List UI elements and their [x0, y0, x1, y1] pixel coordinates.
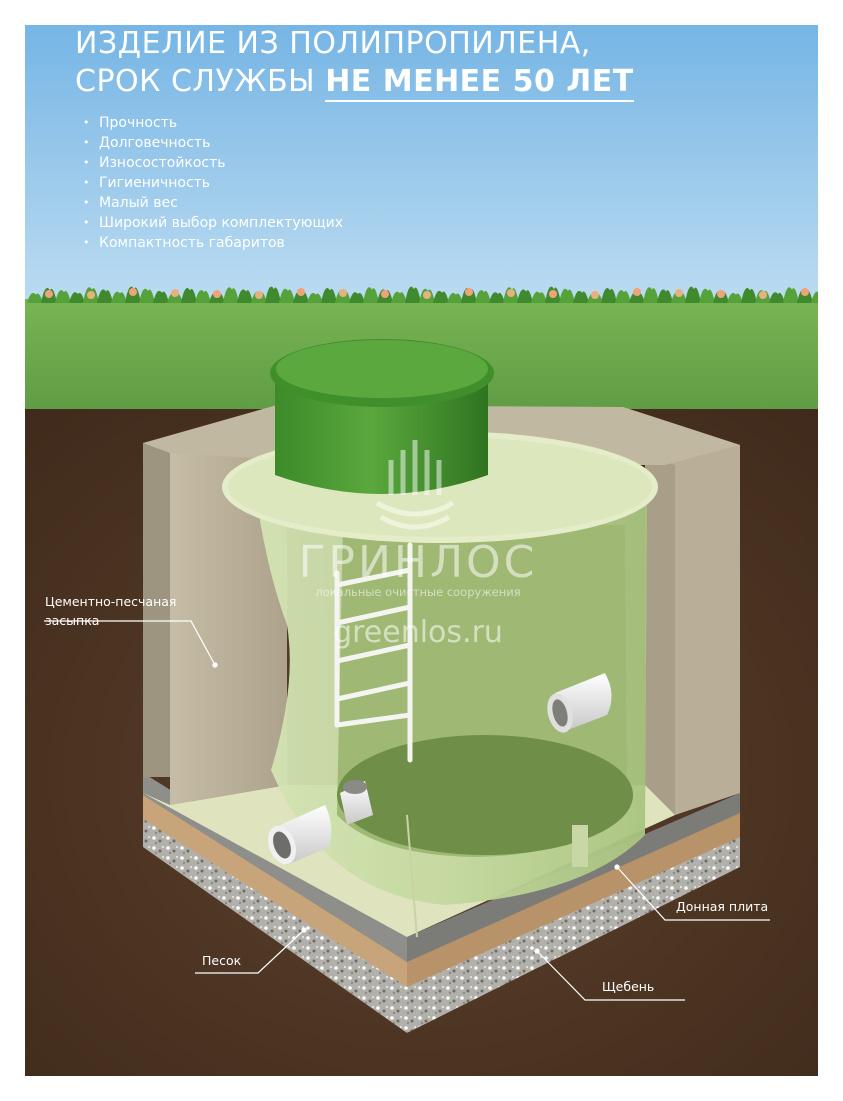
callout-line-backfill — [44, 620, 216, 666]
callout-gravel: Щебень — [602, 979, 655, 994]
septic-tank-illustration — [25, 25, 818, 1076]
outlet-pipe — [547, 673, 612, 733]
brand-logo-icon — [375, 440, 455, 530]
inlet-pipe-lower — [267, 805, 332, 865]
feature-list: Прочность Долговечность Износостойкость … — [83, 113, 343, 253]
feature-item: Гигиеничность — [83, 173, 343, 193]
access-neck — [275, 373, 488, 494]
callout-line-sand — [195, 929, 305, 974]
callout-lines — [44, 620, 770, 1001]
infographic-scene: ИЗДЕЛИЕ ИЗ ПОЛИПРОПИЛЕНА, СРОК СЛУЖБЫ НЕ… — [25, 25, 818, 1076]
callout-backfill-line-2: засыпка — [45, 613, 100, 628]
callout-sand: Песок — [202, 953, 242, 968]
gravel-layer — [143, 817, 740, 1033]
callout-line-gravel — [536, 950, 685, 1001]
flower-hedge — [27, 286, 818, 303]
callout-backfill: Цементно-песчаная засыпка — [45, 592, 176, 630]
callout-backfill-line-1: Цементно-песчаная — [45, 594, 177, 609]
ladder — [334, 542, 413, 763]
feature-item: Долговечность — [83, 133, 343, 153]
support-post — [572, 825, 588, 867]
inlet-pipe-upper — [340, 780, 373, 825]
callout-line-bottom-slab — [616, 866, 770, 921]
feature-item: Износостойкость — [83, 153, 343, 173]
feature-item: Малый вес — [83, 193, 343, 213]
tank-floor — [337, 735, 633, 855]
watermark-site: greenlos.ru — [333, 615, 503, 650]
feature-item: Широкий выбор комплектующих — [83, 213, 343, 233]
page-heading: ИЗДЕЛИЕ ИЗ ПОЛИПРОПИЛЕНА, СРОК СЛУЖБЫ НЕ… — [75, 25, 634, 102]
heading-line-2-prefix: СРОК СЛУЖБЫ — [75, 64, 326, 99]
feature-item: Компактность габаритов — [83, 233, 343, 253]
watermark-brand: ГРИНЛОС — [298, 537, 538, 588]
heading-emphasis: НЕ МЕНЕЕ 50 ЛЕТ — [325, 64, 634, 102]
feature-item: Прочность — [83, 113, 343, 133]
watermark-tagline: локальные очистные сооружения — [315, 585, 521, 599]
callout-bottom-slab: Донная плита — [676, 899, 769, 914]
heading-line-1: ИЗДЕЛИЕ ИЗ ПОЛИПРОПИЛЕНА, — [75, 26, 591, 61]
heading-line-2: СРОК СЛУЖБЫ НЕ МЕНЕЕ 50 ЛЕТ — [75, 63, 634, 102]
